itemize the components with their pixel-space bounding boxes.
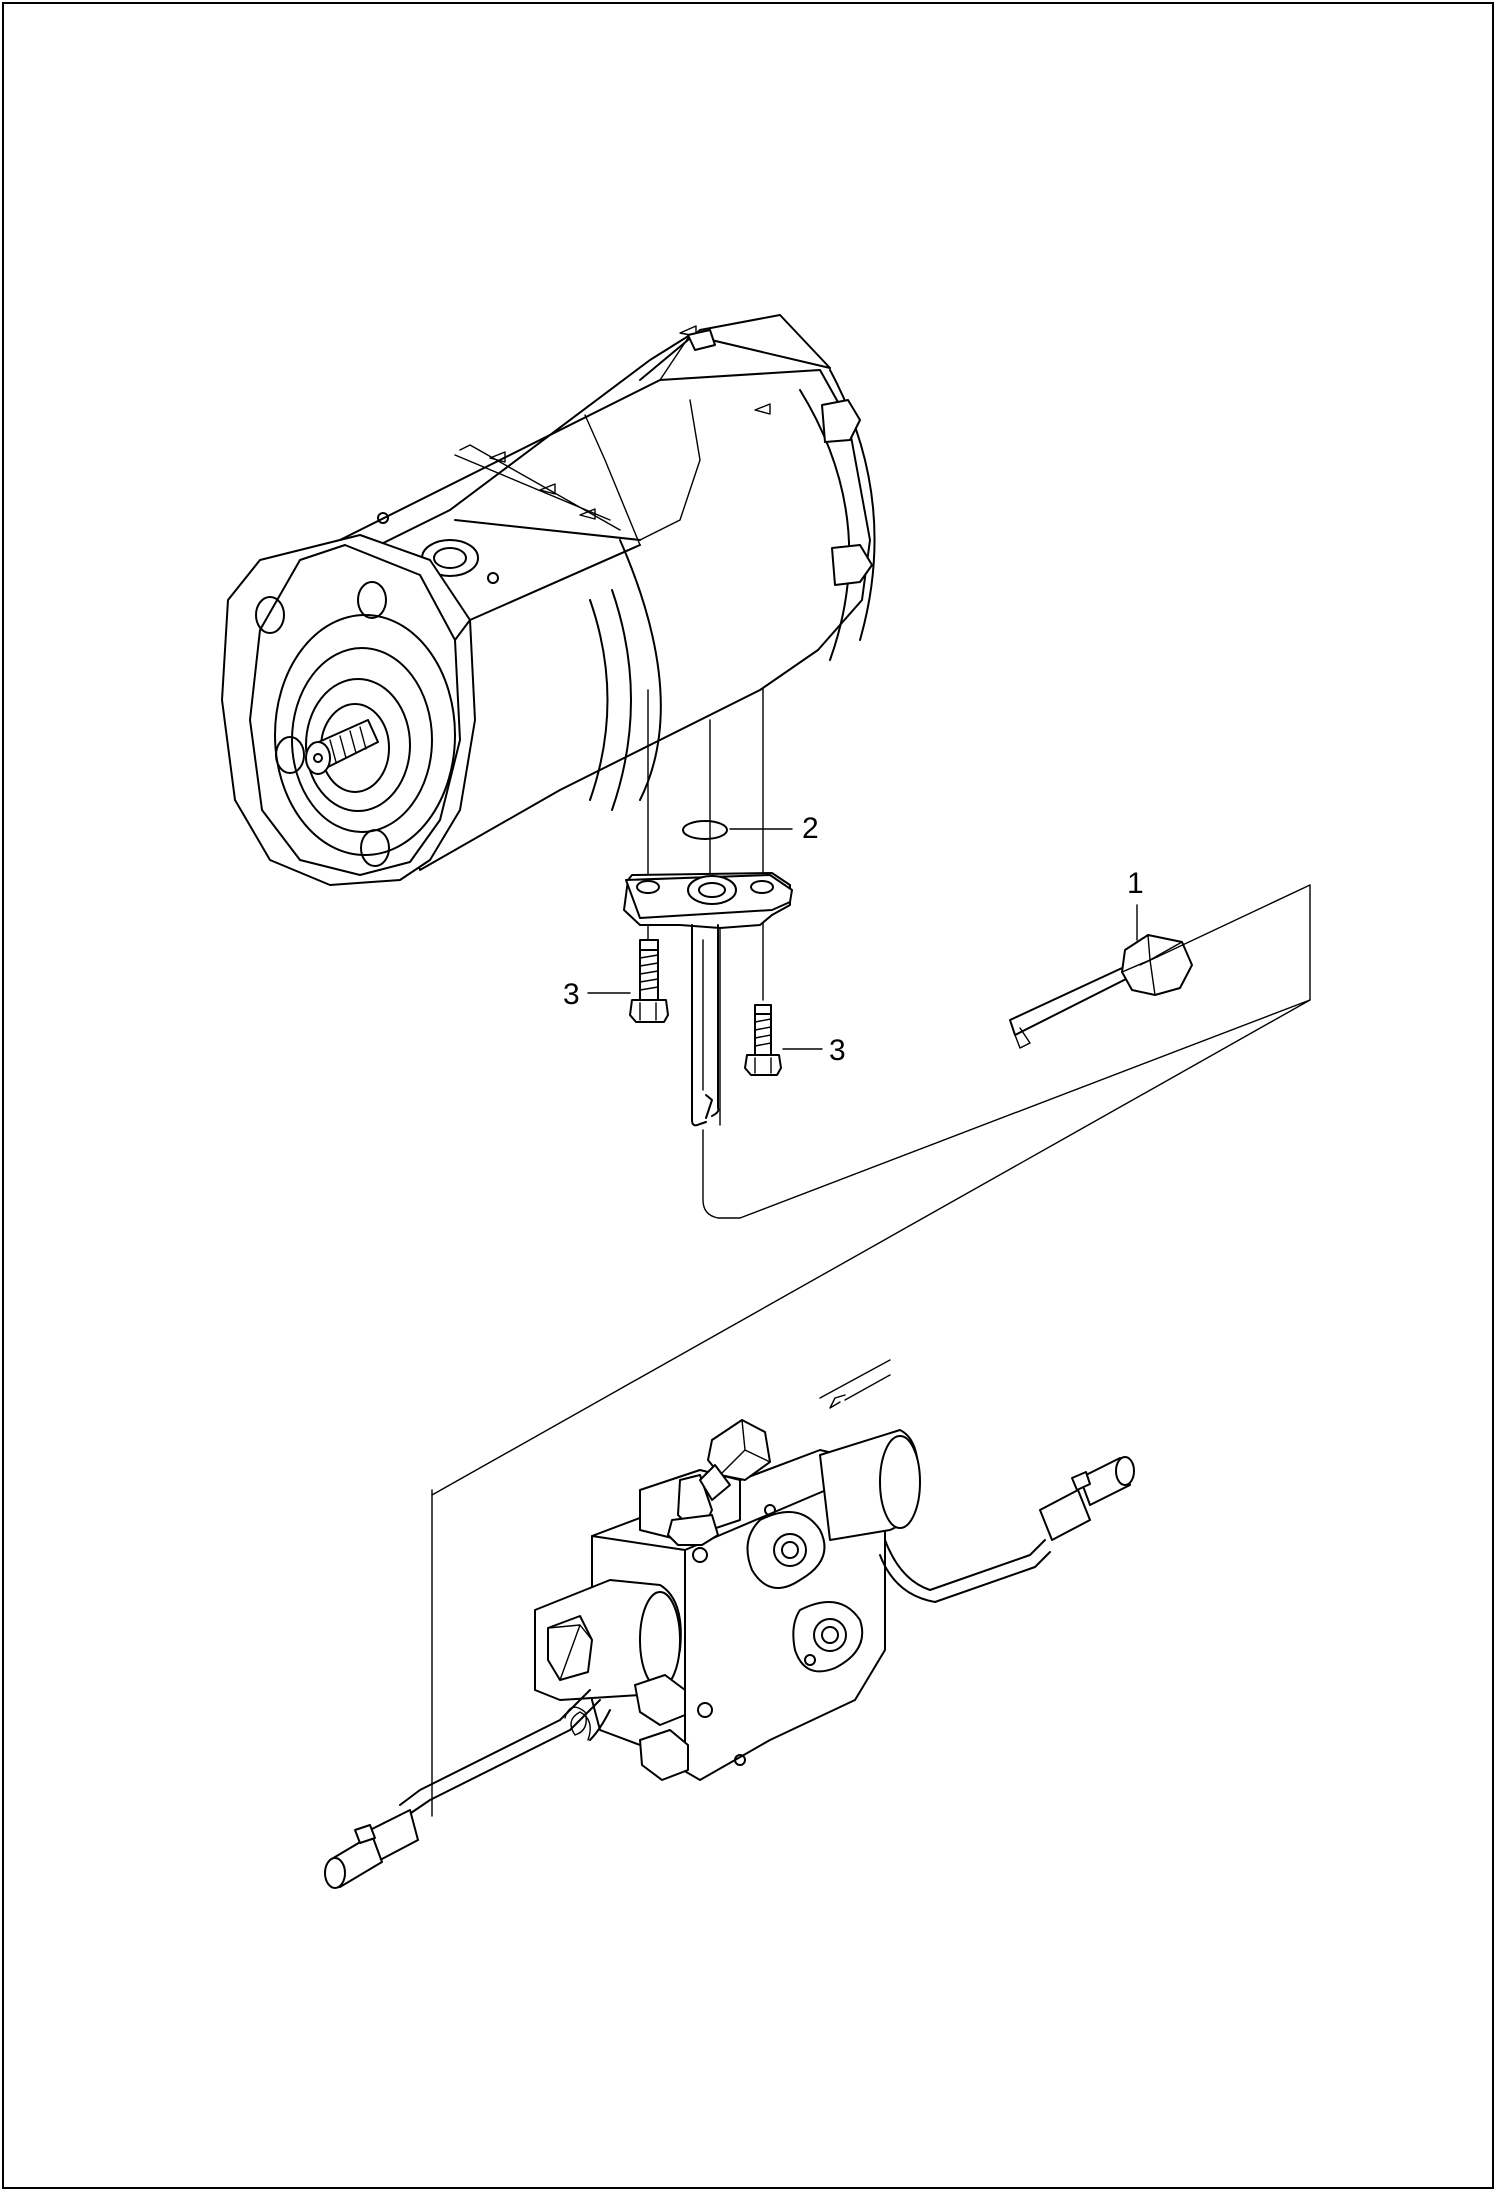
cap-screw-right <box>744 1004 782 1076</box>
callout-2: 2 <box>729 812 819 845</box>
callout-2-label: 2 <box>802 812 819 845</box>
o-ring <box>682 820 728 840</box>
callout-1: 1 <box>1127 867 1144 941</box>
callout-1-label: 1 <box>1127 867 1144 900</box>
banjo-bolt <box>1009 934 1193 1049</box>
callout-3-left: 3 <box>563 978 631 1011</box>
callout-3a-label: 3 <box>563 978 580 1011</box>
pressure-tube <box>691 924 720 1127</box>
cap-screw-left <box>629 939 669 1023</box>
pipe-routing-lower <box>431 999 1311 1817</box>
callout-3b-label: 3 <box>829 1034 846 1067</box>
control-valve-assembly <box>324 1419 1135 1889</box>
callout-3-right: 3 <box>782 1034 846 1067</box>
hydraulic-pump <box>221 314 876 886</box>
pipe-routing-outline <box>702 884 1311 1219</box>
port-flange-plate <box>623 872 793 929</box>
